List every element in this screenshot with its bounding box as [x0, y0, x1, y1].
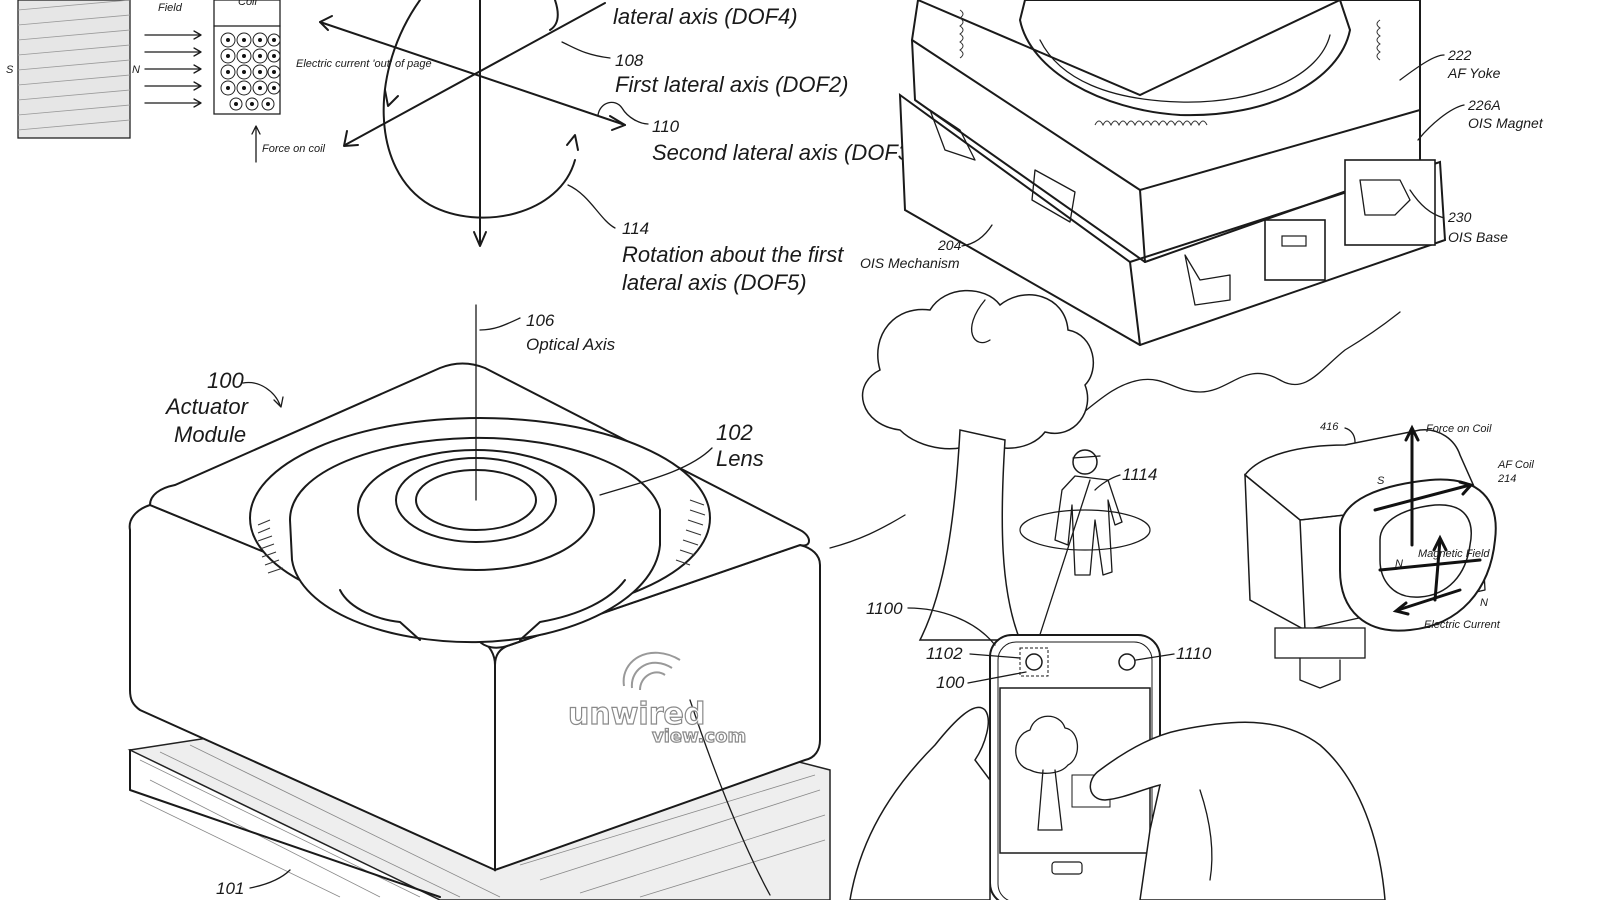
ref-100-phone: 100 [936, 673, 965, 692]
magnet-block [17, 0, 131, 139]
watermark-signal-icon [622, 651, 681, 691]
housing-front-left [128, 503, 496, 872]
watermark-line2: view.com [652, 726, 746, 747]
optical-axis-label: Optical Axis [526, 335, 616, 354]
ref-226a: 226A [1467, 97, 1501, 113]
horizon-line [829, 514, 906, 549]
axes-figure: lateral axis (DOF4) 108 First lateral ax… [319, 0, 917, 295]
coil-magnet-figure: S N Field Coil Electric current [6, 0, 432, 163]
phone-sensor [1118, 653, 1136, 671]
ois-side-block [1344, 159, 1436, 246]
base-hatching [139, 744, 826, 898]
tree-trunk [918, 429, 1022, 641]
ois-lens-opening [1019, 0, 1351, 117]
second-lateral-axis [344, 2, 606, 146]
dof5-label-line1: Rotation about the first [622, 242, 844, 267]
actuator-module-figure: 106 Optical Axis 100 Actuator Module 102… [127, 304, 831, 900]
first-lateral-axis [319, 21, 626, 126]
ref-222: 222 [1447, 47, 1472, 63]
coil-detail-figure: 416 Force on Coil AF Coil 214 S N Magnet… [1243, 421, 1534, 689]
ois-spring-teeth [959, 9, 1381, 127]
rotation-ellipse [382, 0, 576, 219]
actuator-label-line1: Actuator [164, 394, 250, 419]
ois-mechanism-figure: 222 AF Yoke 226A OIS Magnet 230 OIS Base… [860, 0, 1544, 347]
ref-110: 110 [652, 117, 680, 136]
electric-current-label: Electric Current [1424, 619, 1501, 631]
coil-conductor-dots [226, 38, 276, 106]
ref-204: 204 [937, 237, 962, 253]
housing-front-right [494, 543, 821, 872]
magnet-hatching [17, 0, 131, 131]
ref-108: 108 [615, 51, 644, 70]
pole-n-label: N [132, 64, 140, 76]
ois-magnet-label: OIS Magnet [1468, 115, 1544, 131]
ref-416: 416 [1320, 421, 1339, 433]
af-coil-label: AF Coil [1497, 459, 1534, 471]
af-yoke-label: AF Yoke [1447, 65, 1501, 81]
actuator-label-line2: Module [174, 422, 246, 447]
ref-106: 106 [526, 311, 555, 330]
ref-101: 101 [216, 879, 244, 898]
field-label: Field [158, 2, 183, 14]
ref-1100: 1100 [866, 599, 903, 618]
phone-camera-frame [1019, 647, 1049, 677]
pole-s-label: S [6, 64, 14, 76]
ref-230: 230 [1447, 209, 1472, 225]
ois-connector [1264, 219, 1326, 281]
ref-214: 214 [1497, 473, 1516, 485]
phone-camera [1025, 653, 1043, 671]
dof5-label-line2: lateral axis (DOF5) [622, 270, 807, 295]
spring-coils-left [257, 519, 284, 574]
scene-figure: 1114 1100 1102 100 1110 [829, 289, 1401, 900]
ois-mechanism-label: OIS Mechanism [860, 255, 960, 271]
watermark-line1: unwired [568, 697, 705, 732]
right-hand [1089, 721, 1386, 900]
pole-n-detail-1: N [1395, 558, 1403, 570]
tree-crown [861, 289, 1095, 450]
ref-1110: 1110 [1176, 644, 1212, 663]
hill-line [1059, 311, 1401, 431]
coil-detail-base [1274, 627, 1366, 659]
dof3-label: Second lateral axis (DOF3) [652, 140, 917, 165]
current-label: Electric current 'out' of page [296, 58, 432, 70]
pole-n-detail-2: N [1480, 597, 1488, 609]
magnetic-field-label: Magnetic Field [1418, 548, 1490, 560]
lens-label: Lens [716, 446, 764, 471]
coil-label: Coil [238, 0, 258, 8]
left-hand [849, 706, 991, 900]
ref-1102: 1102 [926, 644, 963, 663]
ois-top-frame [910, 0, 1421, 192]
force-on-coil-detail-label: Force on Coil [1426, 423, 1492, 435]
dof4-label: lateral axis (DOF4) [613, 4, 798, 29]
ground-patch [1019, 509, 1151, 551]
pole-s-detail: S [1377, 475, 1385, 487]
dof2-label: First lateral axis (DOF2) [615, 72, 848, 97]
ref-114: 114 [622, 219, 649, 238]
field-arrows [144, 30, 202, 108]
spring-coils-right [675, 499, 706, 566]
person-figure [1054, 449, 1123, 576]
force-on-coil-label: Force on coil [262, 143, 326, 155]
ref-1114: 1114 [1122, 465, 1157, 484]
ois-base-label: OIS Base [1448, 229, 1508, 245]
ref-102: 102 [716, 420, 753, 445]
watermark: unwired view.com [567, 651, 747, 748]
current-label-text: Electric current 'out' of page [296, 58, 432, 70]
ref-100-actuator: 100 [207, 368, 244, 393]
